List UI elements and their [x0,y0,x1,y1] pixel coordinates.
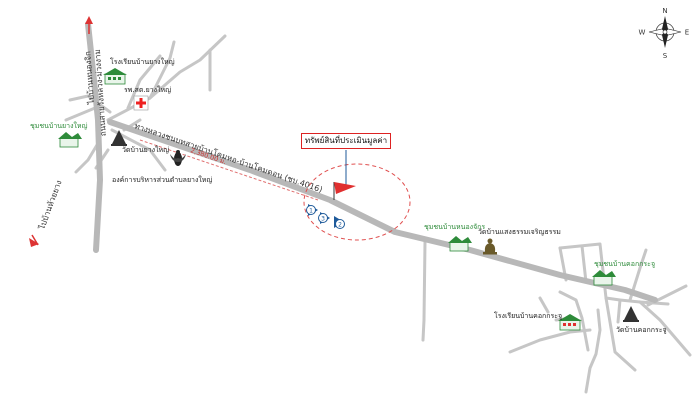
label-school-khokkrachu: โรงเรียนบ้านคอกกระจู [494,311,562,320]
label-community-yangyai: ชุมชนบ้านยางใหญ่ [30,121,88,130]
garuda-emblem-icon [170,150,186,166]
road-left-north-south [85,21,103,253]
main-roads [85,21,658,303]
label-temple-yangyai: วัดบ้านยางใหญ่ [122,145,169,154]
compass-w-label: W [639,29,646,37]
hospital-icon [133,95,149,111]
community-icon [448,236,472,252]
school-icon [558,314,582,331]
marker-3: 3 [318,212,330,224]
label-temple-saengtham: วัดบ้านแสงธรรมเจริญธรรม [478,228,561,236]
arrow-up-icon [85,16,93,34]
compass-e-label: E [685,29,689,37]
temple-icon [623,306,639,322]
minor-roads [64,34,692,394]
flag-icon [333,182,356,200]
distance-line [139,139,319,201]
label-tao-office: องค์การบริหารส่วนตำบลยางใหญ่ [112,175,212,184]
label-school-yangyai: โรงเรียนบ้านยางใหญ่ [110,57,175,66]
buddha-statue-icon [483,238,497,255]
property-area-circle [303,163,411,241]
label-down-destination: ไปบ้านห้วยยาง [37,179,64,232]
school-icon [103,68,127,85]
marker-1: 1 [306,204,318,216]
label-health-center: รพ.สต.ยางใหญ่ [124,85,171,94]
temple-icon [111,130,127,146]
svg-text:1: 1 [309,208,313,215]
label-up-destination: ไปบ้านหนองจิก [83,51,96,106]
community-icon [592,270,616,286]
road-chb4016 [107,119,658,303]
compass-icon: N S E W [639,7,690,60]
community-icon [58,132,82,148]
arrow-down-icon [29,234,39,247]
property-callout-box: ทรัพย์สินที่ประเมินมูลค่า [301,133,391,149]
compass-s-label: S [663,52,668,60]
label-temple-khokkrachu: วัดบ้านคอกกระจู [616,326,667,334]
svg-text:3: 3 [321,216,325,223]
label-community-nongchak: ชุมชนบ้านหนองจักร [424,223,485,231]
svg-text:2: 2 [338,222,342,229]
compass-n-label: N [662,7,667,15]
marker-2: 2 [334,216,345,229]
label-community-khokkrachu: ชุมชนบ้านคอกกระจู [594,260,655,268]
